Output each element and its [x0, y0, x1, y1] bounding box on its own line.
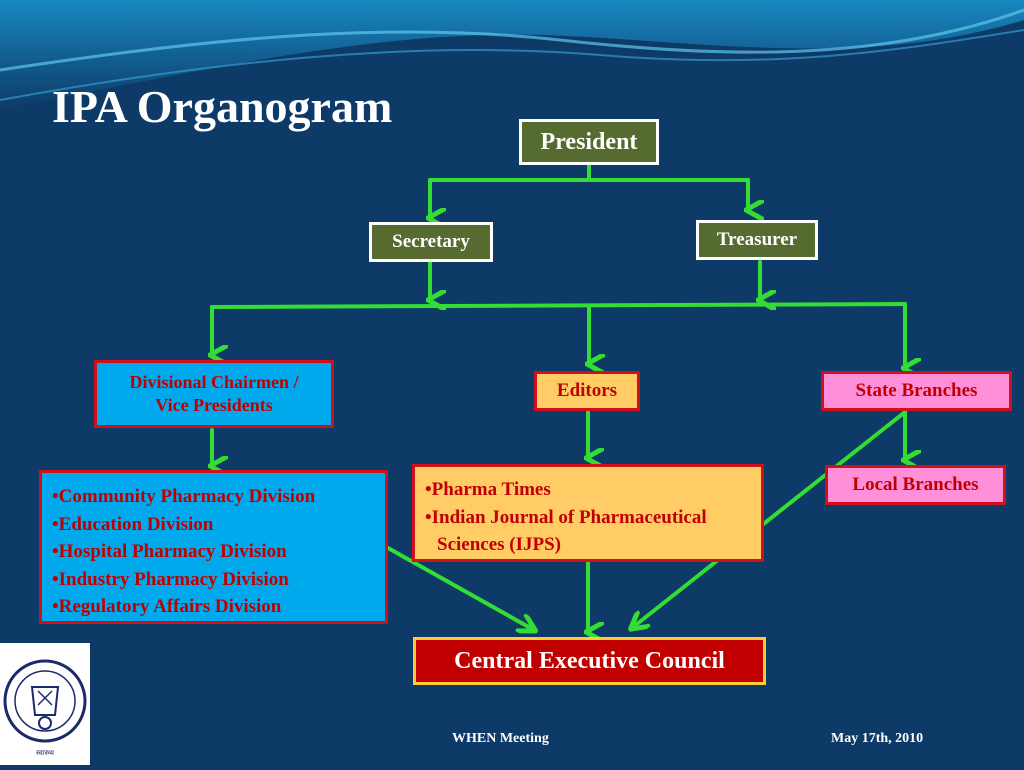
node-divisional-chairmen: Divisional Chairmen / Vice Presidents	[94, 360, 334, 428]
node-central-executive-council-label: Central Executive Council	[454, 647, 725, 674]
division-item: Education Division	[52, 511, 377, 539]
footer-event: WHEN Meeting	[452, 731, 549, 746]
division-item: Industry Pharmacy Division	[52, 566, 377, 594]
node-secretary-label: Secretary	[392, 231, 470, 252]
publications-list: Pharma Times Indian Journal of Pharmaceu…	[425, 476, 753, 559]
publication-item: Pharma Times	[425, 476, 753, 504]
node-divisional-chairmen-label: Divisional Chairmen / Vice Presidents	[129, 371, 299, 415]
node-editors-label: Editors	[556, 380, 618, 401]
node-publications-list: Pharma Times Indian Journal of Pharmaceu…	[412, 464, 764, 562]
division-item: Community Pharmacy Division	[52, 483, 377, 511]
footer-date: May 17th, 2010	[831, 731, 924, 746]
node-secretary: Secretary	[369, 222, 493, 262]
node-local-branches-label: Local Branches	[852, 474, 979, 495]
node-central-executive-council: Central Executive Council	[413, 637, 766, 685]
node-state-branches: State Branches	[821, 371, 1012, 411]
node-president: President	[519, 119, 659, 165]
node-president-label: President	[540, 128, 638, 155]
node-local-branches: Local Branches	[825, 465, 1006, 505]
svg-text:स्वास्थ्य: स्वास्थ्य	[36, 749, 55, 757]
node-divisions-list: Community Pharmacy Division Education Di…	[39, 470, 388, 624]
slide-title: IPA Organogram	[52, 81, 393, 132]
node-editors: Editors	[534, 371, 640, 411]
ipa-seal-icon: स्वास्थ्य	[3, 659, 87, 757]
ipa-logo: स्वास्थ्य	[0, 643, 90, 765]
node-state-branches-label: State Branches	[855, 380, 978, 401]
division-item: Regulatory Affairs Division	[52, 593, 377, 621]
header-wave-decoration	[0, 0, 1024, 110]
publication-item: Indian Journal of Pharmaceutical Science…	[425, 504, 753, 559]
node-treasurer: Treasurer	[696, 220, 818, 260]
division-item: Hospital Pharmacy Division	[52, 538, 377, 566]
node-treasurer-label: Treasurer	[716, 229, 798, 250]
divisions-list: Community Pharmacy Division Education Di…	[52, 483, 377, 621]
